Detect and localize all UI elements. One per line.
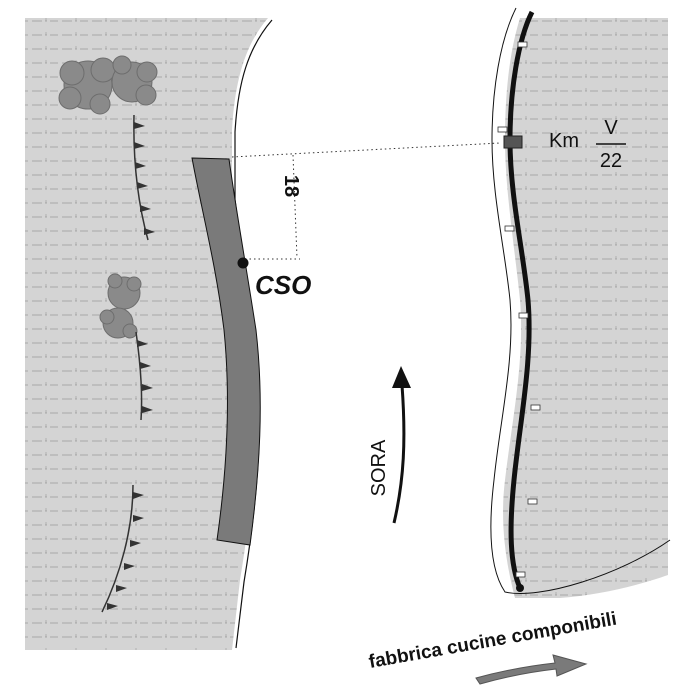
canopy-blob [136, 61, 158, 83]
tick-mark [497, 126, 508, 133]
section-denominator: 22 [600, 150, 622, 172]
factory-direction-icon [475, 654, 588, 685]
outfall-label: CSO [255, 270, 311, 300]
tick-mark [517, 41, 528, 48]
right-bank [503, 18, 668, 598]
tree-icon [58, 55, 158, 115]
embankment-ticks [497, 41, 541, 578]
tick-mark [518, 312, 529, 319]
canopy-blob [99, 309, 115, 325]
canopy-blob [59, 60, 85, 86]
tick-mark [515, 571, 526, 578]
tick-mark [530, 404, 541, 411]
canopy-blob [122, 323, 138, 339]
scarp-line [133, 114, 149, 241]
scarp-ticks [107, 492, 144, 610]
flow-arrowhead-icon [392, 366, 411, 388]
canopy-blob [126, 276, 142, 292]
canopy-blob [90, 57, 116, 83]
canopy-blob [89, 93, 111, 115]
measurement-lines [231, 142, 501, 260]
section-km-label: Km [549, 130, 579, 152]
right-embankment-line [507, 10, 535, 589]
canopy-blob [135, 84, 157, 106]
distance-label: 18 [280, 175, 302, 197]
canopy-blob [112, 55, 132, 75]
canopy-blob [107, 273, 123, 289]
section-reference-line [231, 142, 501, 158]
tick-mark [527, 498, 538, 505]
scarp-ticks [134, 122, 155, 235]
right-bank-outline [490, 7, 671, 594]
embankment-end-node [516, 584, 524, 592]
scarp-ticks [137, 340, 153, 413]
outfall-point-icon [237, 257, 249, 269]
section-numerator: V [604, 117, 618, 139]
scarp-line [101, 484, 134, 613]
tree-icon [99, 273, 142, 339]
distance-vertical-line [292, 154, 298, 259]
flow-direction-icon [392, 384, 406, 524]
section-marker-icon [503, 135, 523, 149]
canopy-blob [58, 86, 82, 110]
tick-mark [504, 225, 515, 232]
river-label: SORA [368, 439, 390, 496]
retaining-wall [191, 157, 261, 546]
